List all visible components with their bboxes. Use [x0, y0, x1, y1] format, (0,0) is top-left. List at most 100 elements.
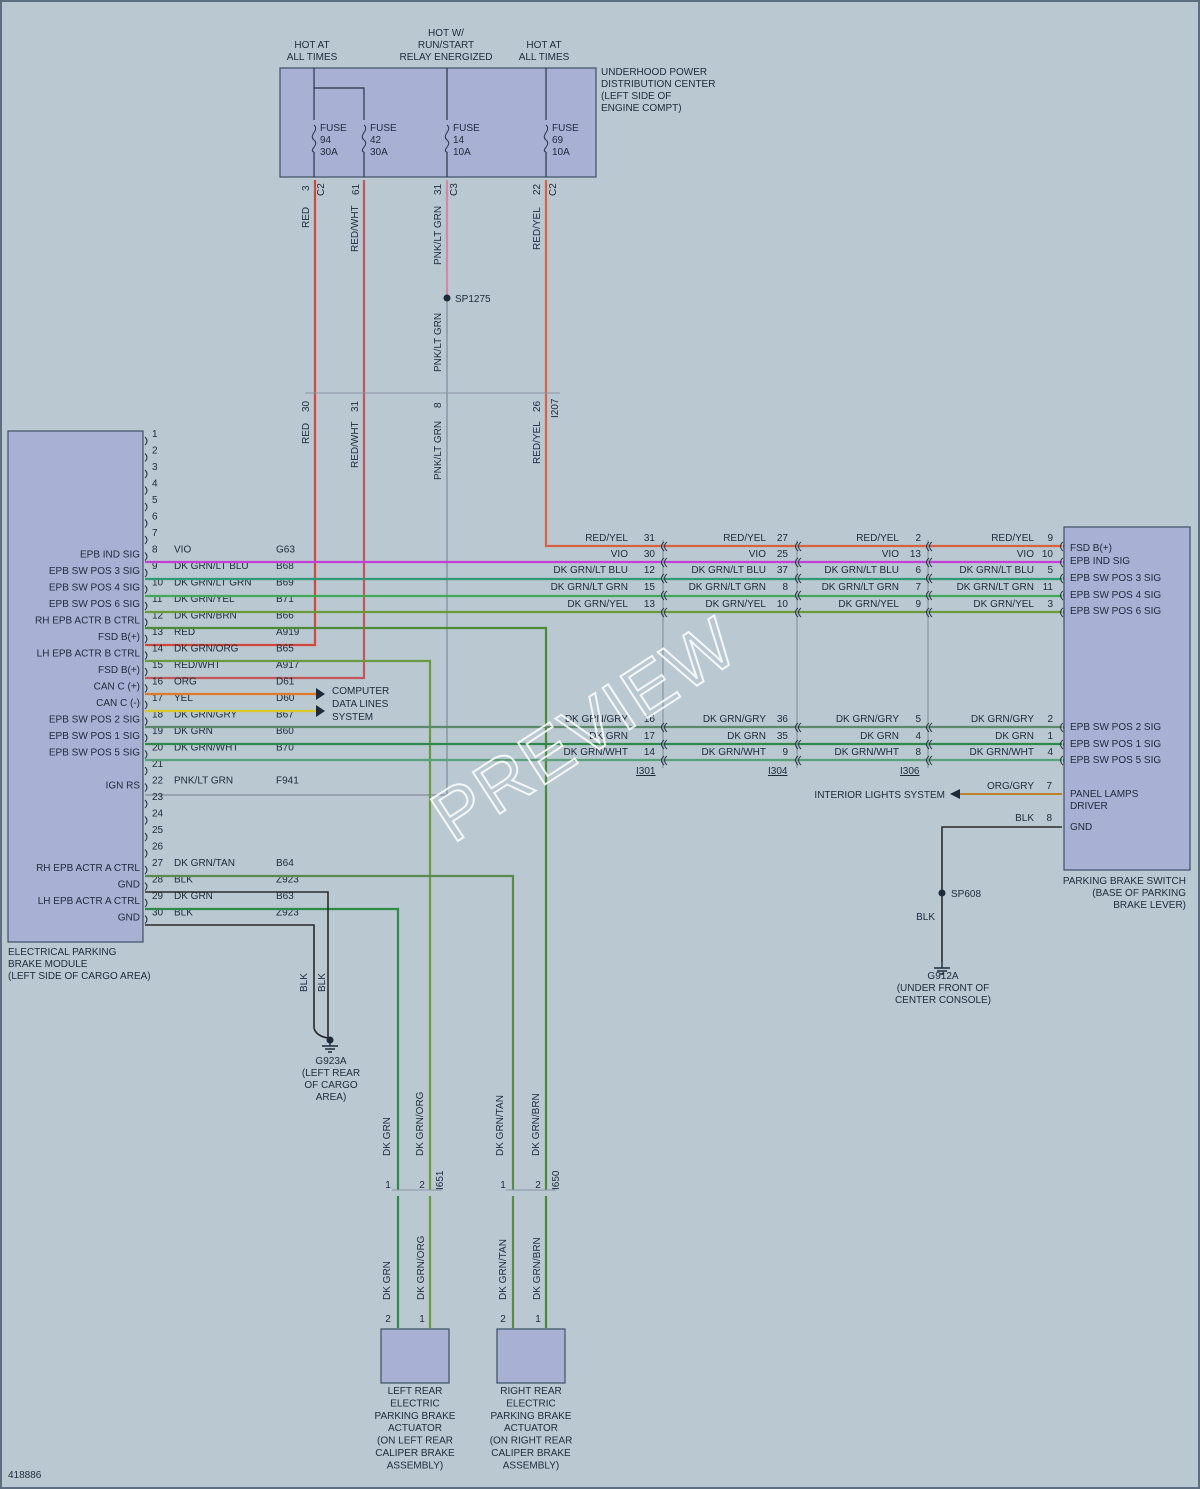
electrical-parking-brake-module: ELECTRICAL PARKING BRAKE MODULE (LEFT SI… [7, 429, 300, 982]
pin-terminal-28 [144, 882, 148, 891]
pdc-box [279, 67, 597, 178]
i207-pin-30: 30 [301, 400, 312, 412]
i207-name: I207 [550, 398, 561, 418]
epb-pin-num-21: 21 [152, 759, 164, 770]
right-actuator-label-6: ASSEMBLY) [503, 1460, 560, 1471]
left-actuator-label-6: ASSEMBLY) [387, 1460, 444, 1471]
fuse-94-amp: 30A [320, 147, 338, 158]
fuse-94-num: 94 [320, 135, 332, 146]
switch-panel-lamps-1: PANEL LAMPS [1070, 789, 1139, 800]
pin-terminal-5 [144, 502, 148, 512]
i651-name: I651 [435, 1170, 446, 1190]
fuse-69-symbol [543, 124, 549, 153]
pin-terminal-7 [144, 535, 148, 545]
actuator-wires [396, 1196, 548, 1328]
wire-dkgrn-tan [145, 874, 515, 1190]
pdc-bus-lines [313, 68, 547, 177]
epb-pin-circuit-28: Z923 [276, 875, 299, 886]
wire-label-right-act-dkgrnbrn: DK GRN/BRN [532, 1237, 543, 1300]
inline-terminal-l2-0 [661, 755, 668, 766]
inline-lower-wire-a-1: DK GRN [589, 731, 628, 742]
wire-label-left-act-dkgrnorg: DK GRN/ORG [416, 1235, 427, 1300]
inline-lower-pin-a-0: 16 [644, 714, 656, 725]
wire-redyel-fsd [544, 180, 663, 548]
inline-upper-wire-s-2: DK GRN/LT BLU [959, 565, 1034, 576]
epb-pin-signal-15: FSD B(+) [98, 665, 140, 676]
hot-label-mid-2: RUN/START [418, 40, 474, 51]
inline-lower-pin-a-2: 14 [644, 747, 656, 758]
pdc-conn-c2-a: C2 [316, 183, 327, 196]
switch-label-3: BRAKE LEVER) [1113, 900, 1186, 911]
epb-pin-signal-29: LH EPB ACTR A CTRL [38, 896, 141, 907]
epb-pin-signal-10: EPB SW POS 4 SIG [49, 583, 140, 594]
pin-terminal-16 [144, 684, 148, 693]
power-distribution-center: HOT AT ALL TIMES HOT W/ RUN/START RELAY … [279, 28, 715, 178]
right-actuator-label-0: RIGHT REAR [500, 1386, 562, 1397]
wire-dkgrn-lh [145, 907, 400, 1190]
inline-upper-pin-b-2: 37 [777, 565, 789, 576]
epb-pin-circuit-10: B69 [276, 578, 294, 589]
pin-terminal-10 [144, 585, 148, 594]
inline-terminal-u0-2 [926, 541, 933, 552]
pin-terminal-23 [144, 799, 148, 809]
pin-terminal-20 [144, 750, 148, 759]
switch-pin-upper-1: EPB IND SIG [1070, 556, 1130, 567]
ground-g923a-label-2: (LEFT REAR [302, 1068, 360, 1079]
inline-terminal-u2-0 [661, 573, 668, 584]
data-lines-arrow-icon [316, 688, 325, 717]
epb-pin-color-20: DK GRN/WHT [174, 743, 238, 754]
hot-label-right-2: ALL TIMES [519, 52, 570, 63]
fuse-42-num: 42 [370, 135, 382, 146]
ground-g912a: G912A (UNDER FRONT OF CENTER CONSOLE) [895, 962, 991, 1006]
inline-terminal-l2-1 [795, 755, 802, 766]
switch-pin-upper-0: FSD B(+) [1070, 543, 1112, 554]
switch-pin-upper-3: EPB SW POS 4 SIG [1070, 590, 1161, 601]
right-rear-actuator: DK GRN/TAN DK GRN/BRN 2 1 RIGHT REARELEC… [490, 1237, 573, 1471]
connector-i207: 30 31 8 26 I207 RED RED/WHT PNK/LT GRN R… [301, 392, 561, 480]
wire-redwht-fsd-15 [145, 180, 366, 680]
wire-label-blk-switch: BLK [1015, 813, 1034, 824]
fuse-94-symbol [311, 124, 317, 153]
epb-pin-circuit-29: B63 [276, 891, 294, 902]
pin-terminal-11 [144, 601, 148, 611]
ground-g923a-label-4: AREA) [316, 1092, 347, 1103]
inline-terminal-u4-1 [795, 607, 802, 618]
fuse-42: FUSE 42 30A [361, 123, 397, 158]
epb-pin-circuit-19: B60 [276, 726, 294, 737]
pin-terminal-6 [144, 519, 148, 528]
switch-pin-7: 7 [1046, 781, 1052, 792]
fuse-69-num: 69 [552, 135, 564, 146]
pin-terminal-27 [144, 865, 148, 875]
inline-lower-wire-b-0: DK GRN/GRY [703, 714, 766, 725]
splice-sp1275 [443, 294, 451, 302]
i207-pin-8: 8 [433, 402, 444, 408]
inline-terminal-u1-2 [926, 557, 933, 568]
inline-upper-wire-a-0: RED/YEL [585, 533, 628, 544]
wire-red-fsd-13 [145, 180, 317, 647]
wire-label-redwht-mid: RED/WHT [350, 421, 361, 468]
epb-pin-circuit-8: G63 [276, 545, 295, 556]
wire-label-left-act-dkgrn: DK GRN [382, 1261, 393, 1300]
inline-lower-wire-c-1: DK GRN [860, 731, 899, 742]
pdc-pin-labels: 3 C2 61 31 C3 22 C2 RED RED/WHT PNK/LT G… [301, 183, 559, 372]
pin-terminal-29 [144, 898, 148, 908]
inline-terminal-u1-0 [661, 557, 668, 568]
wire-label-orggry: ORG/GRY [987, 781, 1034, 792]
connector-i650: DK GRN/TAN DK GRN/BRN 1 2 I650 [495, 1093, 562, 1191]
epb-pin-signal-27: RH EPB ACTR A CTRL [36, 863, 140, 874]
epb-pin-signal-18: EPB SW POS 2 SIG [49, 715, 140, 726]
epb-pin-circuit-17: D60 [276, 693, 295, 704]
inline-connector-name-I304: I304 [768, 766, 788, 777]
inline-upper-wire-a-1: VIO [611, 549, 628, 560]
pdc-pin-22: 22 [532, 183, 543, 195]
epb-pin-circuit-20: B70 [276, 743, 294, 754]
pin-terminal-19 [144, 733, 148, 743]
right-actuator-label-1: ELECTRIC [506, 1398, 555, 1409]
pdc-label-1: UNDERHOOD POWER [601, 67, 707, 78]
preview-watermark: PREVIEW [418, 602, 752, 858]
switch-label-2: (BASE OF PARKING [1092, 888, 1186, 899]
switch-pin-upper-4: EPB SW POS 6 SIG [1070, 606, 1161, 617]
inline-upper-wire-s-4: DK GRN/YEL [973, 599, 1034, 610]
